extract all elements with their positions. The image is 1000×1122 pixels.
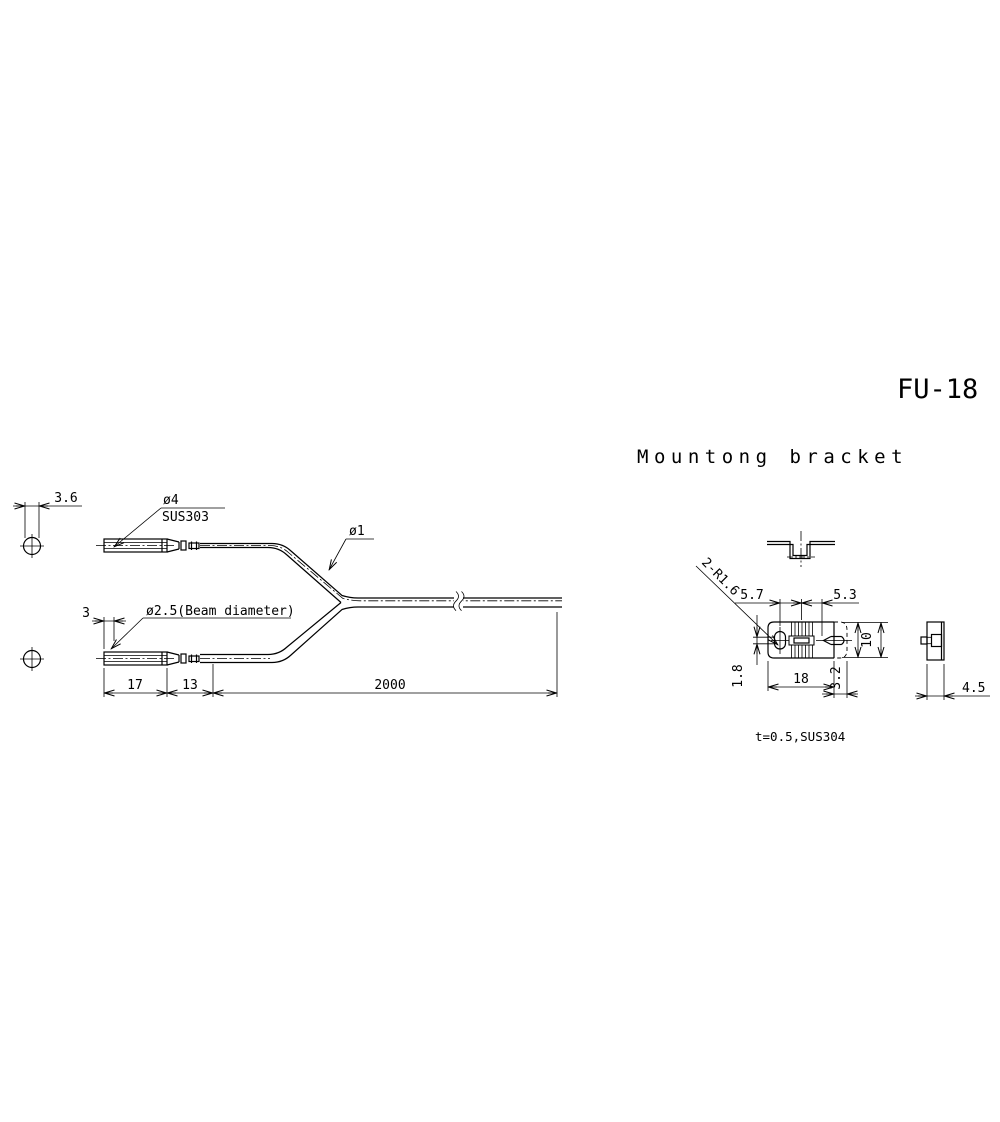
bracket-side-tab [920, 636, 928, 645]
cable-break-symbol [453, 591, 459, 611]
dim-text-17: 17 [127, 678, 143, 693]
bracket-section-title: Mountong bracket [637, 446, 908, 468]
sensor-head-bottom [96, 651, 200, 666]
label-text-beam: ø2.5(Beam diameter) [146, 604, 295, 619]
label-slot-radius: 2-R1.6 [695, 555, 778, 645]
bracket-top-view [767, 531, 835, 567]
dim-text-3: 3 [82, 606, 90, 621]
dim-bracket-pitches: 5.7 5.3 [735, 588, 859, 636]
bracket-front-view [753, 621, 852, 659]
dim-bracket-depth: 4.5 [915, 664, 990, 700]
bracket-right-slot-hole [816, 635, 852, 646]
page-title: FU-18 [897, 374, 978, 405]
label-text-sus303: SUS303 [162, 510, 209, 525]
bracket-side-view [920, 621, 945, 661]
label-text-o1: ø1 [349, 524, 365, 539]
label-text-o4: ø4 [163, 493, 179, 508]
cable-break-symbol [458, 591, 465, 611]
dim-text-4-5: 4.5 [962, 681, 985, 696]
dim-bend-offset: 3.2 [822, 661, 858, 698]
label-head-diameter: ø4 SUS303 [114, 493, 225, 547]
sensor-head-top [96, 538, 200, 553]
dim-text-5-3: 5.3 [833, 588, 856, 603]
dim-text-10: 10 [860, 632, 875, 648]
label-beam-diameter: ø2.5(Beam diameter) [111, 604, 295, 649]
bracket-material-note: t=0.5,SUS304 [755, 729, 845, 744]
dim-lengths: 17 13 2000 [104, 612, 557, 697]
dim-across-flats: 3.6 [13, 491, 82, 538]
dim-text-13: 13 [182, 678, 198, 693]
dim-text-3-2: 3.2 [829, 666, 844, 689]
cable-break-mask [454, 592, 463, 612]
dim-text-1-8: 1.8 [731, 664, 746, 687]
bracket-center-slot [788, 635, 815, 646]
end-view-top [20, 534, 44, 558]
dim-bracket-width: 18 [768, 661, 834, 698]
label-cable-diameter: ø1 [329, 524, 374, 570]
dim-text-5-7: 5.7 [740, 588, 763, 603]
dim-bracket-height: 10 [842, 623, 888, 658]
dim-text-2000: 2000 [374, 678, 405, 693]
y-cable [200, 542, 562, 664]
label-text-2-r1-6: 2-R1.6 [698, 555, 742, 599]
dim-text-3-6: 3.6 [54, 491, 77, 506]
end-view-bottom [20, 647, 44, 671]
dim-beam-offset: 3 [82, 606, 126, 649]
dim-text-18: 18 [793, 672, 809, 687]
dim-slot-width: 1.8 [731, 615, 757, 688]
